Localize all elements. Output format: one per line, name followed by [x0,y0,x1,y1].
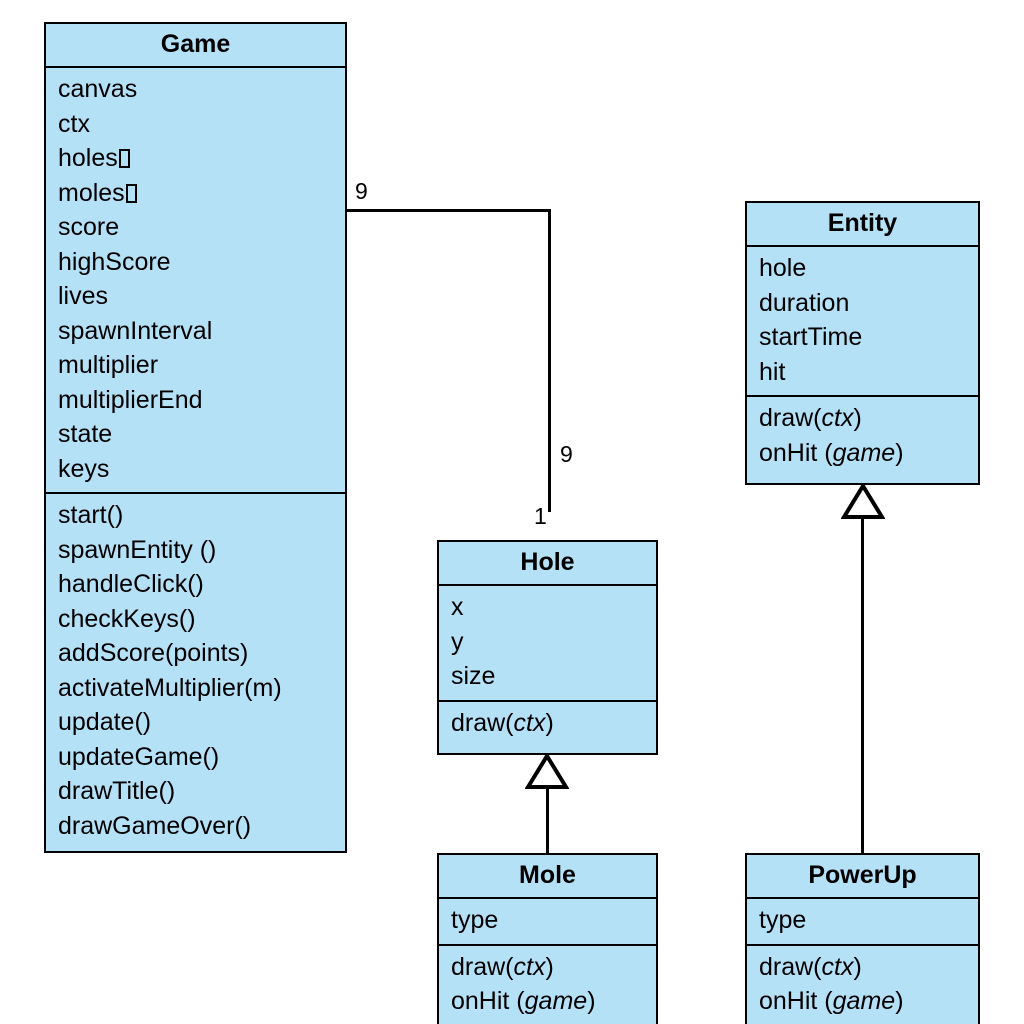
methods-compartment-mole: draw(ctx) onHit (game) [439,943,656,1024]
methods-compartment-hole: draw(ctx) [439,699,656,747]
method-row: onHit (game) [759,984,968,1019]
attribute-row: type [451,906,499,934]
class-name-hole: Hole [520,548,575,576]
attribute-row: state [58,420,113,448]
method-row: draw(ctx) [451,950,646,985]
attribute-row: ctx [58,109,90,138]
method-row: draw(ctx) [759,950,968,985]
attribute-row: spawnInterval [58,316,213,345]
method-param: ctx [821,952,854,981]
attribute-row: holes [58,141,335,176]
method-close-paren: ) [587,987,596,1015]
method-row: activateMultiplier(m) [58,673,282,702]
method-name: draw( [451,708,514,737]
method-name: draw( [759,952,822,981]
attributes-compartment-mole: type [439,897,656,944]
method-row: update() [58,708,152,736]
attributes-compartment-entity: hole duration startTime hit [747,245,978,395]
array-notation-glyph-icon [118,149,130,168]
attributes-compartment-powerup: type [747,897,978,944]
attributes-compartment-hole: x y size [439,584,656,700]
attribute-row: multiplierEnd [58,385,203,414]
association-game-hole-segment-horizontal [347,209,551,212]
multiplicity-association-mid: 9 [560,441,573,467]
attribute-row: hit [759,357,786,386]
attribute-row: score [58,213,120,241]
attribute-row: hole [759,254,807,282]
method-name: onHit ( [451,987,525,1015]
class-box-entity[interactable]: Entity hole duration startTime hit draw(… [745,201,980,485]
method-row: updateGame() [58,742,220,771]
method-close-paren: ) [545,952,554,981]
generalization-mole-hole-triangle-icon [525,754,569,789]
attribute-label: moles [58,178,125,207]
method-close-paren: ) [895,438,904,467]
method-param: game [524,987,588,1015]
attribute-row: keys [58,454,110,483]
method-row: draw(ctx) [451,706,646,741]
class-box-mole[interactable]: Mole type draw(ctx) onHit (game) [437,853,658,1024]
class-box-powerup[interactable]: PowerUp type draw(ctx) onHit (game) [745,853,980,1024]
method-row: draw(ctx) [759,401,968,436]
method-name: onHit ( [759,438,833,467]
method-row: handleClick() [58,570,204,598]
method-param: ctx [513,708,546,737]
method-name: draw( [759,404,822,432]
generalization-powerup-entity-line [861,516,864,856]
attribute-row: lives [58,282,109,310]
class-box-game[interactable]: Game canvas ctx holes moles score highSc… [44,22,347,853]
method-row: start() [58,501,124,529]
method-close-paren: ) [853,952,862,981]
method-name: draw( [451,952,514,981]
methods-compartment-powerup: draw(ctx) onHit (game) [747,943,978,1024]
methods-compartment-entity: draw(ctx) onHit (game) [747,395,978,476]
method-param: ctx [513,952,546,981]
attribute-row: x [451,593,464,621]
method-row: onHit (game) [451,984,646,1019]
method-name: onHit ( [759,987,833,1015]
attribute-row: multiplier [58,351,159,379]
method-param: game [832,987,896,1015]
multiplicity-game-end: 9 [355,178,368,204]
method-row: addScore(points) [58,639,249,667]
method-param: ctx [821,404,854,432]
method-row: spawnEntity () [58,535,217,564]
class-name-powerup: PowerUp [808,861,917,889]
array-notation-glyph-icon [125,183,137,203]
method-row: checkKeys() [58,604,196,633]
method-param: game [832,438,896,467]
attribute-row: type [759,906,807,934]
method-row: drawGameOver() [58,811,252,840]
attribute-row: startTime [759,323,863,351]
method-row: drawTitle() [58,777,176,805]
association-game-hole-segment-vertical [548,209,551,512]
method-close-paren: ) [853,404,862,432]
class-name-game: Game [160,30,231,58]
attribute-row: moles [58,176,335,211]
generalization-mole-hole-line [546,786,549,856]
attribute-row: canvas [58,75,138,103]
attribute-row: size [451,662,496,690]
attribute-row: y [451,627,464,656]
generalization-powerup-entity-triangle-icon [841,484,885,519]
method-close-paren: ) [895,987,904,1015]
multiplicity-hole-end: 1 [534,503,547,529]
method-close-paren: ) [545,708,554,737]
attribute-row: highScore [58,247,171,276]
attributes-compartment-game: canvas ctx holes moles score highScore l… [46,66,345,492]
attribute-label: holes [58,144,118,172]
class-name-mole: Mole [519,861,576,889]
attribute-row: duration [759,288,850,317]
method-row: onHit (game) [759,436,968,471]
methods-compartment-game: start() spawnEntity () handleClick() che… [46,492,345,849]
class-box-hole[interactable]: Hole x y size draw(ctx) [437,540,658,755]
class-name-entity: Entity [827,209,898,237]
